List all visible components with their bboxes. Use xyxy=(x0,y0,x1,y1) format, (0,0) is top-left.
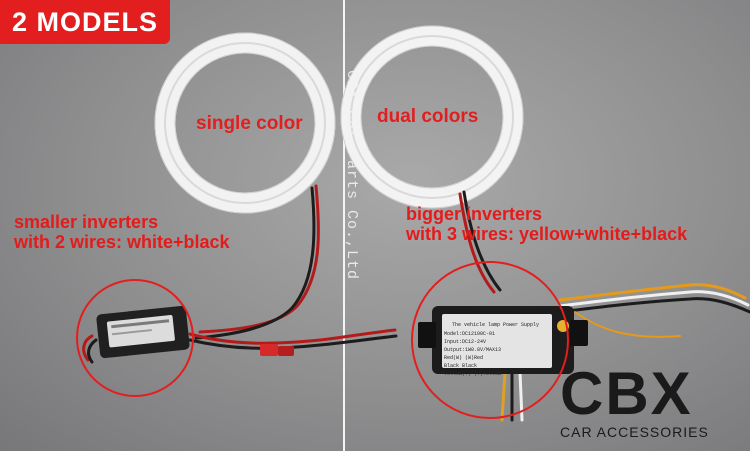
small-inverter-highlight xyxy=(76,279,194,397)
models-badge: 2 MODELS xyxy=(0,0,171,44)
small-inverter xyxy=(96,305,190,359)
big-inverter xyxy=(418,306,588,374)
inverter-label-line: Input:DC12-24V xyxy=(444,339,487,345)
caption-line: with 3 wires: yellow+white+black xyxy=(406,224,688,244)
inverter-label-line: Yellow(Y) (Y)Yellow xyxy=(444,371,502,377)
dual-colors-label: dual colors xyxy=(377,106,479,127)
logo-subtitle: CAR ACCESSORIES xyxy=(560,424,709,440)
right-wires xyxy=(458,190,750,422)
caption-line: with 2 wires: white+black xyxy=(14,232,230,252)
inverter-label-lines: Model:DC12100C-01 Input:DC12-24V Output:… xyxy=(444,330,546,378)
cbx-logo: CBX CAR ACCESSORIES xyxy=(560,360,709,441)
inverter-label-line: Black Black xyxy=(444,363,478,369)
single-color-label: single color xyxy=(196,113,303,134)
inverter-label-line: Red(W) (W)Red xyxy=(444,355,484,361)
logo-mark: CBX xyxy=(560,360,693,427)
small-inverter-caption: smaller inverters with 2 wires: white+bl… xyxy=(14,212,230,252)
red-connector xyxy=(260,344,294,356)
watermark-text: CBX Car Parts Co.,Ltd xyxy=(343,70,360,281)
big-inverter-highlight xyxy=(411,261,569,419)
left-wires xyxy=(82,184,398,364)
left-halo-ring xyxy=(154,32,336,214)
inverter-label-line: Model:DC12100C-01 xyxy=(444,331,496,337)
right-halo-ring xyxy=(340,25,524,209)
caption-line: smaller inverters xyxy=(14,212,159,232)
big-inverter-caption: bigger inverters with 3 wires: yellow+wh… xyxy=(406,204,687,244)
inverter-label-line: Output:1W0.8V/MAX13 xyxy=(444,347,502,353)
caption-line: bigger inverters xyxy=(406,204,543,224)
inverter-label-title: The vehicle lamp Power Supply xyxy=(452,322,540,328)
